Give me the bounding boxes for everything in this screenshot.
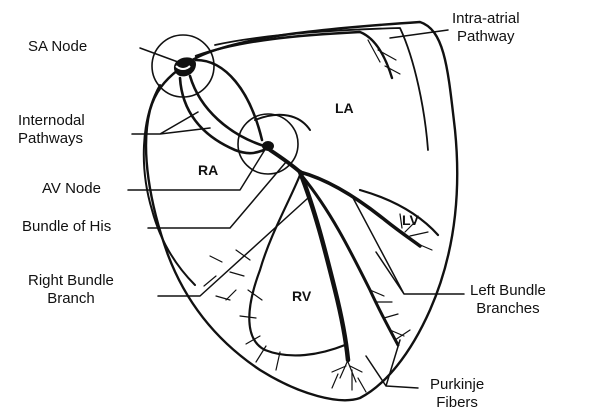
internodal-pathways-label: Internodal Pathways: [18, 112, 85, 147]
bundle-of-his-label: Bundle of His: [22, 218, 112, 235]
chamber-label-ra: RA: [198, 162, 219, 178]
leader-intra-atrial: [389, 29, 449, 39]
chamber-label-rv: RV: [292, 288, 312, 304]
left-bundle-anterior: [298, 170, 422, 248]
purkinje-lv: [399, 213, 433, 251]
chamber-label-lv: LV: [402, 212, 419, 228]
internodal-pathway-posterior: [178, 76, 266, 155]
leader-internodal: [131, 111, 211, 135]
leader-right-bundle: [157, 197, 309, 297]
intra-atrial-pathway: [194, 30, 394, 80]
left-bundle-posterior: [300, 174, 400, 347]
left-atrium-wall: [214, 27, 429, 151]
internodal-pathway-middle: [188, 74, 266, 148]
purkinje-fibers-label: Purkinje Fibers: [430, 376, 485, 411]
intra-atrial-pathway-label: Intra-atrial Pathway: [452, 10, 520, 45]
left-bundle-branches-label: Left Bundle Branches: [470, 282, 546, 317]
purkinje-rv: [215, 289, 281, 371]
av-node-circle: [237, 113, 299, 175]
interatrial-septum: [254, 113, 311, 131]
right-bundle-branch: [297, 169, 351, 363]
left-ventricle-wall: [358, 188, 440, 237]
av-node-label: AV Node: [42, 180, 101, 197]
sa-node-shape: [173, 57, 196, 77]
internodal-pathway-anterior: [194, 58, 264, 142]
heart-outline: [144, 20, 459, 402]
leader-av-node: [127, 147, 267, 191]
right-bundle-branch-label: Right Bundle Branch: [28, 272, 114, 307]
chamber-label-la: LA: [335, 100, 354, 116]
leader-bundle-of-his: [147, 161, 287, 229]
sa-node-label: SA Node: [28, 38, 88, 55]
leader-sa-node: [139, 47, 179, 63]
bundle-of-his: [268, 148, 302, 174]
purkinje-apex: [331, 359, 367, 393]
leader-left-bundle: [351, 195, 465, 295]
right-atrium-wall: [142, 84, 196, 286]
leader-purkinje: [365, 339, 419, 389]
